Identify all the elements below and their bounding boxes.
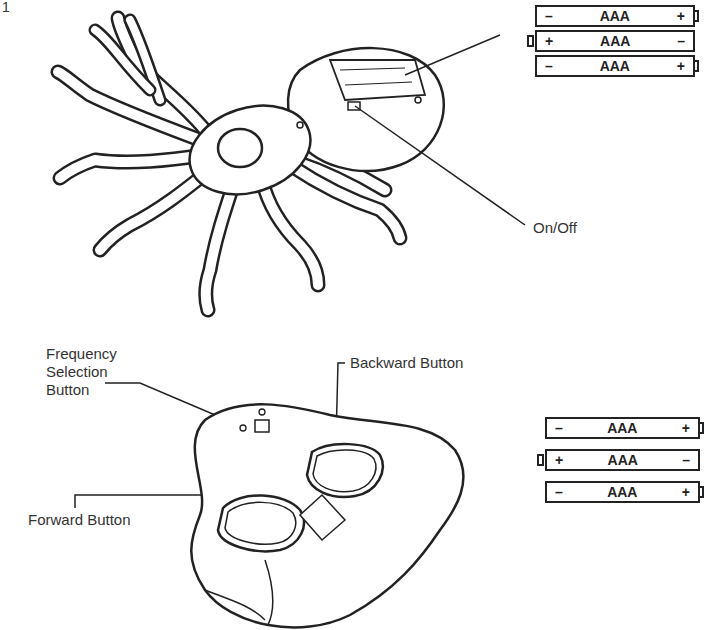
- spider-body: [178, 48, 444, 209]
- battery-text: +: [682, 484, 690, 500]
- battery-text: –: [677, 33, 685, 49]
- battery-text: AAA: [600, 33, 630, 49]
- battery-text: AAA: [608, 452, 638, 468]
- battery-text: +: [677, 8, 685, 24]
- battery-text: AAA: [607, 420, 637, 436]
- battery-text: AAA: [600, 58, 630, 74]
- battery-text: AAA: [607, 484, 637, 500]
- battery-text: +: [545, 33, 553, 49]
- battery: + AAA –: [545, 449, 700, 471]
- battery-text: –: [555, 420, 563, 436]
- battery: – AAA +: [545, 481, 700, 503]
- part-label: Forward Button: [28, 511, 131, 529]
- battery: + AAA –: [535, 30, 695, 52]
- battery-text: +: [677, 58, 685, 74]
- part-label: On/Off: [533, 219, 577, 237]
- battery-terminals: [528, 11, 703, 497]
- part-label: 1: [2, 0, 10, 16]
- battery-text: –: [545, 8, 553, 24]
- battery-text: +: [555, 452, 563, 468]
- battery: – AAA +: [545, 417, 700, 439]
- battery: – AAA +: [535, 5, 695, 27]
- part-label: Frequency Selection Button: [46, 345, 136, 399]
- part-label: Backward Button: [350, 354, 463, 372]
- battery-text: –: [545, 58, 553, 74]
- battery-text: AAA: [600, 8, 630, 24]
- battery-text: –: [682, 452, 690, 468]
- battery: – AAA +: [535, 55, 695, 77]
- battery-text: –: [555, 484, 563, 500]
- remote-control: [191, 404, 463, 627]
- battery-text: +: [682, 420, 690, 436]
